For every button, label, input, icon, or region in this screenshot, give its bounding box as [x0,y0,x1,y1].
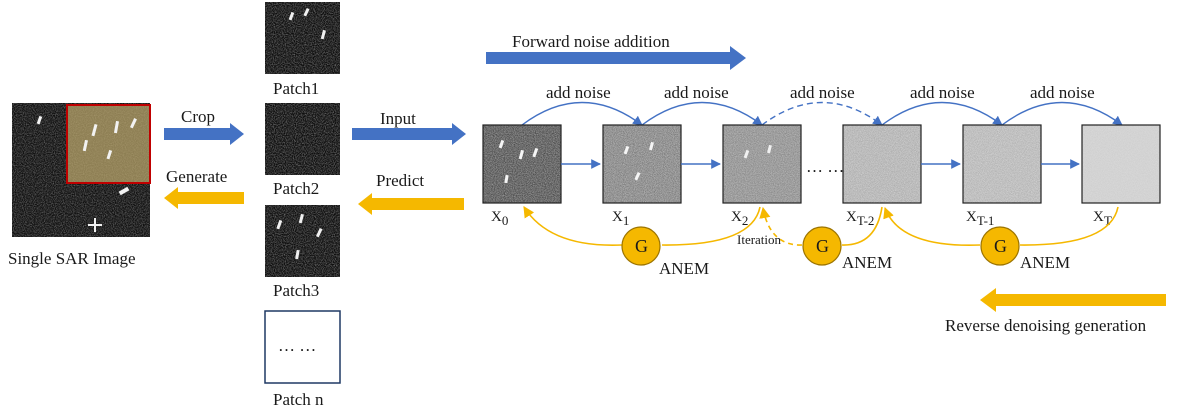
add-noise-label-4: add noise [910,83,975,102]
add-noise-arc-1 [521,101,643,126]
svg-text:G: G [994,236,1007,256]
add-noise-label-2: add noise [664,83,729,102]
patch-1-label: Patch1 [273,79,319,98]
add-noise-arc-2 [641,101,763,126]
sar-caption: Single SAR Image [8,249,136,268]
patch-2-label: Patch2 [273,179,319,198]
generate-arrow [164,187,244,209]
patch-3-label: Patch3 [273,281,319,300]
state-x0 [482,124,562,204]
patch-n: … … [264,310,341,384]
reverse-label: Reverse denoising generation [945,316,1147,335]
patch-1 [265,2,340,74]
state-label-x2: X2 [731,209,748,228]
predict-arrow [358,193,464,215]
forward-label: Forward noise addition [512,32,670,51]
state-label-xt1: XT-1 [966,209,994,228]
input-arrow [352,123,466,145]
add-noise-arc-4 [881,101,1003,126]
state-xt1 [962,124,1042,204]
anem-label-1: ANEM [659,259,709,278]
forward-arrow [486,46,746,70]
crop-region [66,104,151,184]
sar-image [12,103,151,237]
add-noise-arc-5 [1001,101,1123,126]
generate-label: Generate [166,167,227,186]
reverse-arc-1-in [661,206,761,246]
add-noise-label-3: add noise [790,83,855,102]
reverse-arc-3-in [1019,206,1119,246]
g-node-1: G [621,226,661,266]
g-node-2: G [802,226,842,266]
patch-2 [265,103,340,175]
crop-arrow [164,123,244,145]
patch-n-ellipsis: … … [278,336,316,355]
state-x2 [722,124,802,204]
patch-3 [265,205,340,277]
add-noise-label-5: add noise [1030,83,1095,102]
state-label-x1: X1 [612,209,629,228]
anem-label-3: ANEM [1020,253,1070,272]
input-label: Input [380,109,416,128]
add-noise-label-1: add noise [546,83,611,102]
reverse-arc-3 [883,206,981,246]
state-label-x0: X0 [491,209,508,228]
state-x1 [602,124,682,204]
reverse-arrow [980,288,1166,312]
svg-text:G: G [816,236,829,256]
reverse-arc-2 [759,206,803,246]
state-label-xt2: XT-2 [846,209,874,228]
svg-text:G: G [635,236,648,256]
predict-label: Predict [376,171,424,190]
reverse-arc-2-in [841,206,883,246]
anem-label-2: ANEM [842,253,892,272]
add-noise-arc-3 [761,101,883,126]
states-ellipsis: … … [806,157,844,176]
patch-n-label: Patch n [273,390,324,409]
crop-label: Crop [181,107,215,126]
state-xt2 [842,124,922,204]
g-node-3: G [980,226,1020,266]
reverse-arc-1 [523,206,623,246]
state-xt [1081,124,1161,204]
iteration-label: Iteration [737,232,782,247]
state-label-xt: XT [1093,209,1112,228]
